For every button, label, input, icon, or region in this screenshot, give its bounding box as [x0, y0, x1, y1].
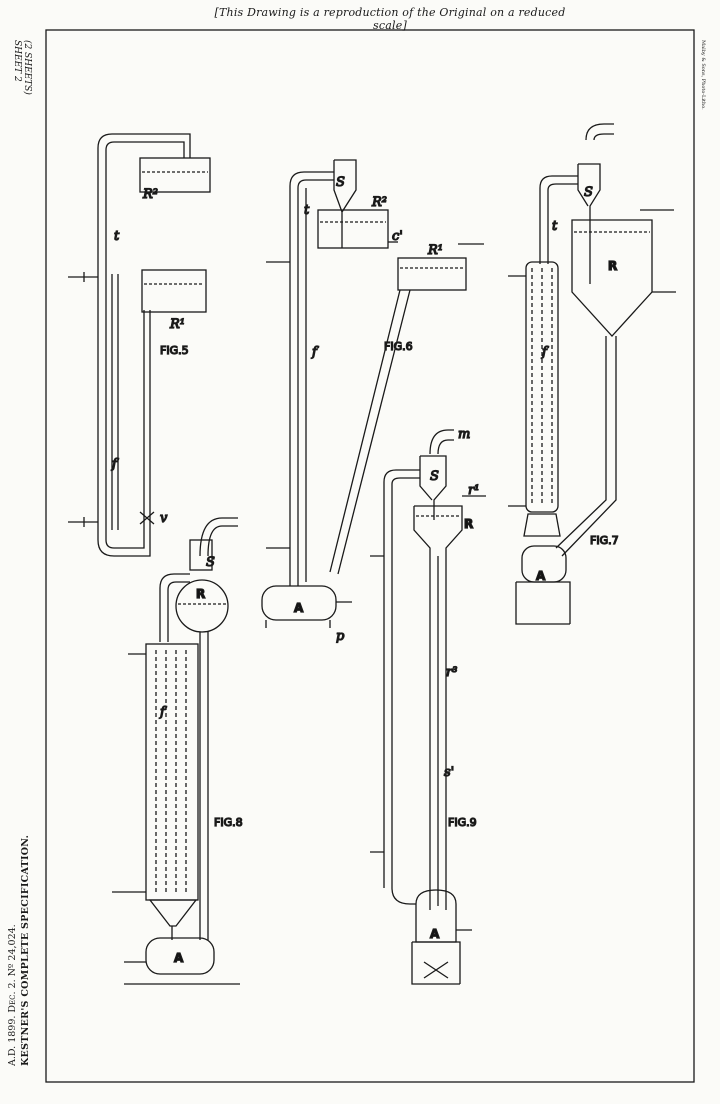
fig8-label-a: A: [174, 951, 184, 965]
fig9-label-s: S: [430, 469, 439, 484]
fig6-label-a: A: [294, 601, 304, 615]
fig9-label-r: R: [464, 517, 473, 531]
sheet-border: [45, 29, 695, 1083]
fig8-label-r: R: [196, 587, 205, 601]
fig7-label-a: A: [536, 569, 546, 583]
fig7-label-r: R: [608, 259, 617, 273]
fig7-label-f: f: [541, 345, 549, 360]
fig9-label-s1: s': [444, 765, 454, 780]
fig9-label-r1: r¹: [468, 483, 479, 498]
header-note: [This Drawing is a reproduction of the O…: [214, 6, 566, 32]
fig7-drawing: [508, 123, 676, 625]
fig7-label-t: t: [552, 219, 558, 234]
fig7-label-s: S: [584, 185, 593, 200]
fig6-label-c: c': [392, 229, 403, 244]
fig6-caption: FIG.6: [384, 340, 413, 353]
fig9-label-r3: r³: [446, 665, 457, 680]
fig5-label-f: f: [111, 457, 119, 472]
fig6-label-p: p: [336, 629, 345, 644]
fig8-drawing: [112, 517, 240, 985]
fig6-label-r2: R²: [371, 195, 387, 210]
fig5-label-r2: R²: [142, 187, 158, 202]
fig5-label-t: t: [114, 229, 120, 244]
fig6-label-s: S: [336, 175, 345, 190]
fig8-label-f: f: [159, 705, 167, 720]
fig7-caption: FIG.7: [590, 534, 619, 547]
fig6-label-t: t: [304, 203, 310, 218]
fig9-caption: FIG.9: [448, 816, 477, 829]
fig8-caption: FIG.8: [214, 816, 243, 829]
fig8-label-s: S: [206, 555, 215, 570]
fig6-label-r1: R¹: [427, 243, 443, 258]
fig6-label-f: f: [311, 345, 319, 360]
fig9-label-a: A: [430, 927, 440, 941]
fig9-drawing: [370, 429, 486, 985]
fig5-drawing: [68, 133, 211, 557]
fig5-label-r1: R¹: [169, 317, 185, 332]
fig5-caption: FIG.5: [160, 344, 189, 357]
fig9-label-m: m: [458, 427, 470, 442]
fig5-label-v: v: [160, 511, 168, 526]
fig6-drawing: [261, 159, 484, 628]
